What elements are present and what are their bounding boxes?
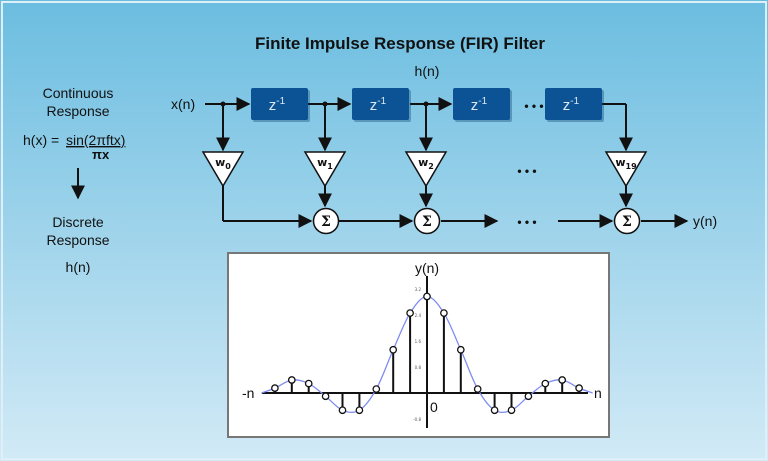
weight-gain-0: w0 <box>201 151 245 188</box>
y-tick-label: 3.2 <box>415 287 422 292</box>
stem-point <box>271 384 279 392</box>
y-axis-label: y(n) <box>415 260 439 276</box>
sum-node: Σ <box>613 207 641 235</box>
svg-text:Σ: Σ <box>422 214 432 230</box>
left-panel: Continuous Response h(x) = sin(2πftx) πx… <box>23 85 125 275</box>
stem-point <box>524 392 533 401</box>
stem-point <box>440 309 448 317</box>
formula-numerator: sin(2πftx) <box>66 132 125 148</box>
hn-label: h(n) <box>415 63 440 79</box>
stem-chart-frame <box>227 252 610 438</box>
input-label: x(n) <box>171 96 195 112</box>
x-axis-label-positive: n <box>594 385 602 401</box>
stem-point <box>372 385 381 393</box>
stem-point <box>338 406 347 415</box>
stem-point <box>575 384 583 392</box>
delay-block: z-1 <box>251 88 310 122</box>
stem-point <box>355 406 364 415</box>
svg-text:Σ: Σ <box>622 214 632 230</box>
delay-block: z-1 <box>453 88 512 122</box>
y-tick-label: -0.8 <box>413 417 421 422</box>
y-tick-label: 0.8 <box>415 365 422 370</box>
x-axis-label-negative: -n <box>242 385 254 401</box>
y-tick-label: 1.6 <box>415 339 422 344</box>
stem-point <box>541 379 550 388</box>
sum-node: Σ <box>312 207 340 235</box>
stem-point <box>490 406 499 415</box>
stem-point <box>558 376 567 384</box>
discrete-h-label: h(n) <box>66 259 91 275</box>
stem-point <box>304 379 313 388</box>
delay-block: z-1 <box>545 88 604 122</box>
stem-chart: y(n) n -n 0 3.2 2.4 1.6 0.8 -0.8 <box>242 260 602 428</box>
weight-gain-2: w2 <box>404 151 448 188</box>
y-tick-label: 2.4 <box>415 313 422 318</box>
stem-point <box>423 292 431 301</box>
ellipsis-delays: • • • <box>524 99 543 113</box>
formula-denominator: πx <box>92 147 110 162</box>
response-label: Response <box>46 103 109 119</box>
sum-node: Σ <box>413 207 441 235</box>
ellipsis-sums: • • • <box>517 215 536 229</box>
stem-point <box>406 309 414 317</box>
weight-gain-1: w1 <box>303 151 347 188</box>
output-label: y(n) <box>693 213 717 229</box>
stem-point <box>456 345 465 354</box>
weight-gain-19: w19 <box>604 151 648 188</box>
delay-block: z-1 <box>352 88 411 122</box>
svg-text:Σ: Σ <box>321 214 331 230</box>
ellipsis-weights: • • • <box>517 164 536 178</box>
stem-point <box>389 345 398 354</box>
origin-label: 0 <box>430 399 438 415</box>
stem-point <box>473 385 482 393</box>
stem-point <box>321 392 330 401</box>
formula-lhs: h(x) = <box>23 132 59 148</box>
title: Finite Impulse Response (FIR) Filter <box>255 34 545 53</box>
signal-lines <box>205 97 689 228</box>
continuous-label: Continuous <box>43 85 114 101</box>
stem-point <box>287 376 296 384</box>
stem-point <box>507 406 516 415</box>
discrete-label: Discrete <box>52 214 104 230</box>
discrete-response-label: Response <box>46 232 109 248</box>
